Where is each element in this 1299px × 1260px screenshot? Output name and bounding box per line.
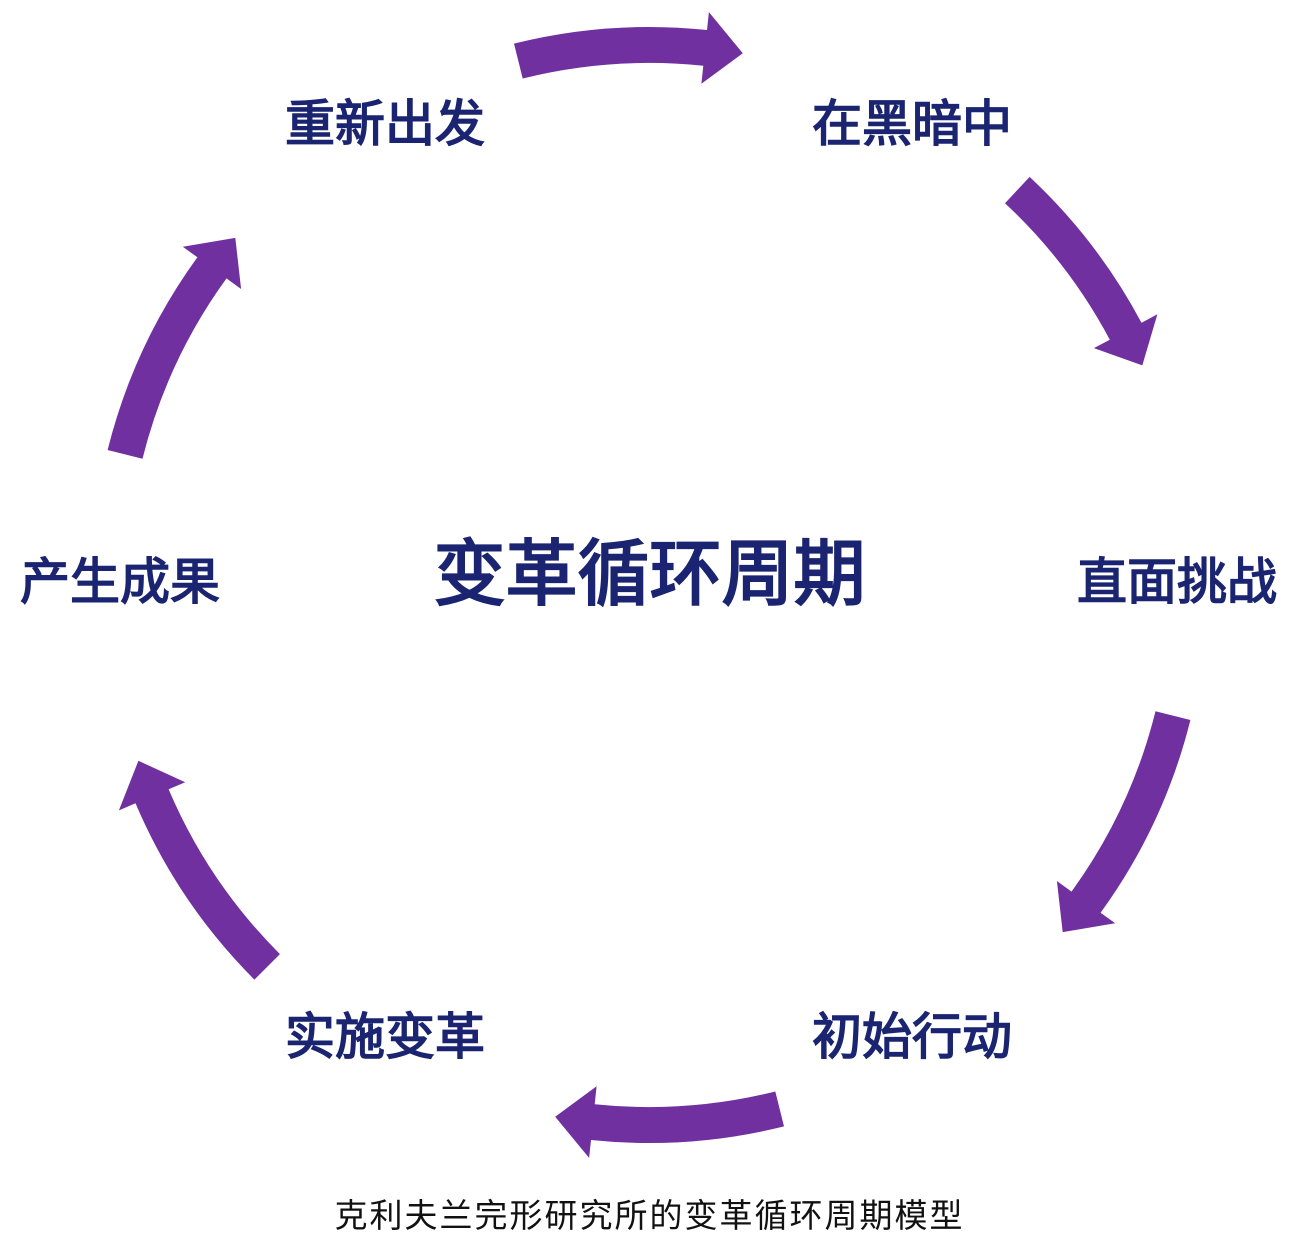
stage-label-restart: 重新出发 [285, 95, 485, 153]
arrow-darkness-to-challenge [1005, 176, 1158, 366]
arrow-action-to-implement [555, 1086, 784, 1158]
stage-label-produce-results: 产生成果 [20, 553, 220, 611]
stage-label-initial-action: 初始行动 [812, 1008, 1012, 1066]
diagram-title: 变革循环周期 [433, 532, 866, 616]
arrow-implement-to-results [118, 760, 280, 980]
stage-label-in-darkness: 在黑暗中 [812, 95, 1012, 153]
arrow-challenge-to-action [1056, 711, 1191, 933]
arrow-restart-to-darkness [514, 12, 743, 84]
stage-label-face-challenge: 直面挑战 [1077, 553, 1277, 611]
figure-caption: 克利夫兰完形研究所的变革循环周期模型 [334, 1196, 965, 1235]
arrow-results-to-restart [107, 237, 242, 459]
stage-label-implement-change: 实施变革 [285, 1008, 485, 1066]
